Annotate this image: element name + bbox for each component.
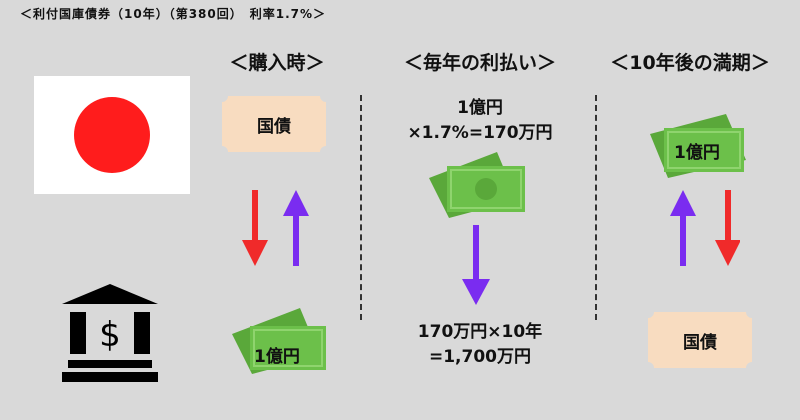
bond-ticket: 国債 xyxy=(222,96,326,152)
svg-text:$: $ xyxy=(99,315,121,355)
interest-calc-text: ×1.7%=170万円 xyxy=(407,123,553,143)
japan-flag-icon xyxy=(34,76,190,194)
exchange-arrows-icon xyxy=(670,190,740,266)
header-purchase: ＜購入時＞ xyxy=(229,52,325,74)
exchange-arrows-icon xyxy=(242,190,309,266)
principal-text: 1億円 xyxy=(457,98,503,118)
total-calc-text: 170万円×10年 xyxy=(417,322,543,342)
divider xyxy=(360,95,362,320)
money-label: 1億円 xyxy=(254,347,300,367)
bank-icon: $ xyxy=(62,284,158,382)
header-interest: ＜毎年の利払い＞ xyxy=(403,52,556,74)
page-title: ＜利付国庫債券（10年）（第380回） 利率1.7%＞ xyxy=(20,7,327,21)
money-bills-icon: 1億円 xyxy=(650,112,750,182)
bond-label: 国債 xyxy=(683,332,717,353)
bond-label: 国債 xyxy=(257,116,291,137)
total-interest-text: =1,700万円 xyxy=(428,347,532,367)
header-maturity: ＜10年後の満期＞ xyxy=(610,52,770,74)
divider xyxy=(595,95,597,320)
money-bills-icon xyxy=(429,152,525,218)
bond-ticket: 国債 xyxy=(648,312,752,368)
arrow-down-icon xyxy=(462,225,490,305)
money-label: 1億円 xyxy=(674,143,720,163)
money-bills-icon: 1億円 xyxy=(228,304,328,374)
